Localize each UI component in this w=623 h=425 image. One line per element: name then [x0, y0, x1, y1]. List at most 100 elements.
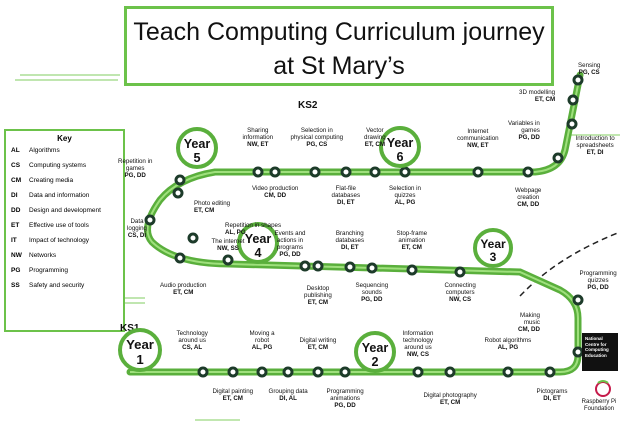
unit-node [552, 152, 564, 164]
unit-name: 3D modelling [519, 89, 556, 96]
unit-node [174, 252, 186, 264]
key-label: Programming [29, 267, 69, 274]
key-code: NW [11, 252, 22, 259]
unit-node [544, 366, 556, 378]
unit-node [174, 174, 186, 186]
unit-name: Stop-frame animation [396, 230, 428, 244]
unit-name: Digital writing [299, 337, 337, 344]
year-word: Year [480, 236, 506, 251]
year-word: Year [244, 231, 272, 246]
unit-strand-codes: PG, DD [587, 284, 609, 291]
unit-strand-codes: DI, ET [337, 199, 355, 206]
unit-name: Making music [520, 312, 540, 326]
unit-node [227, 366, 239, 378]
unit-strand-codes: CS, AL [182, 344, 203, 351]
stage-divider [519, 231, 621, 297]
unit-node [340, 166, 352, 178]
unit-node [572, 74, 584, 86]
unit-strand-codes: PG, DD [518, 134, 540, 141]
unit-strand-codes: CM, DD [264, 192, 287, 199]
unit-strand-codes: PG, DD [279, 251, 301, 258]
unit-name: Connecting computers [444, 282, 476, 296]
key-label: Effective use of tools [29, 222, 89, 229]
unit-strand-codes: PG, DD [361, 296, 383, 303]
title-box: Teach Computing Curriculum journey at St… [124, 6, 554, 86]
unit-node [567, 94, 579, 106]
unit-strand-codes: NW, ET [247, 141, 269, 148]
unit-name: Repetition in games [118, 158, 153, 172]
unit-strand-codes: PG, DD [334, 402, 356, 409]
unit-name: Repetition in shapes [225, 222, 282, 229]
unit-strand-codes: ET, CM [534, 96, 556, 103]
unit-name: Technology around us [176, 330, 208, 344]
year-word: Year [386, 135, 414, 150]
unit-strand-codes: NW, SS [217, 245, 239, 252]
unit-node [572, 346, 584, 358]
unit-node [222, 254, 234, 266]
unit-name: Robot algorithms [484, 337, 532, 344]
year-number: 4 [254, 246, 262, 261]
unit-name: Introduction to spreadsheets [575, 135, 615, 149]
unit-node [299, 260, 311, 272]
key-heading: Key [57, 134, 72, 143]
unit-strand-codes: ET, CM [222, 395, 243, 402]
key-label: Safety and security [29, 282, 85, 289]
unit-strand-codes: ET, CM [194, 207, 215, 214]
unit-node [312, 366, 324, 378]
key-label: Data and information [29, 192, 90, 199]
ks2-label: KS2 [298, 100, 318, 111]
unit-node [566, 118, 578, 130]
key-label: Design and development [29, 207, 101, 214]
unit-strand-codes: DI, AL [279, 395, 297, 402]
unit-strand-codes: NW, ET [467, 142, 489, 149]
year-number: 2 [371, 355, 379, 370]
unit-node [172, 187, 184, 199]
year-word: Year [126, 337, 154, 353]
unit-name: Sensing [578, 62, 601, 69]
unit-name: Programming quizzes [579, 270, 617, 284]
unit-strand-codes: AL, PG [394, 199, 416, 206]
unit-node [502, 366, 514, 378]
unit-node [399, 166, 411, 178]
unit-strand-codes: PG, CS [578, 69, 600, 76]
unit-strand-codes: PG, DD [124, 172, 146, 179]
unit-node [256, 366, 268, 378]
unit-strand-codes: ET, CM [173, 289, 194, 296]
unit-strand-codes: NW, CS [406, 351, 429, 358]
year-word: Year [361, 340, 389, 355]
unit-node [522, 166, 534, 178]
unit-name: Pictograms [536, 388, 568, 395]
unit-strand-codes: PG, CS [306, 141, 328, 148]
year-number: 5 [193, 151, 201, 166]
unit-node [406, 264, 418, 276]
raspberry-pi-label: Raspberry Pi Foundation [581, 399, 617, 412]
